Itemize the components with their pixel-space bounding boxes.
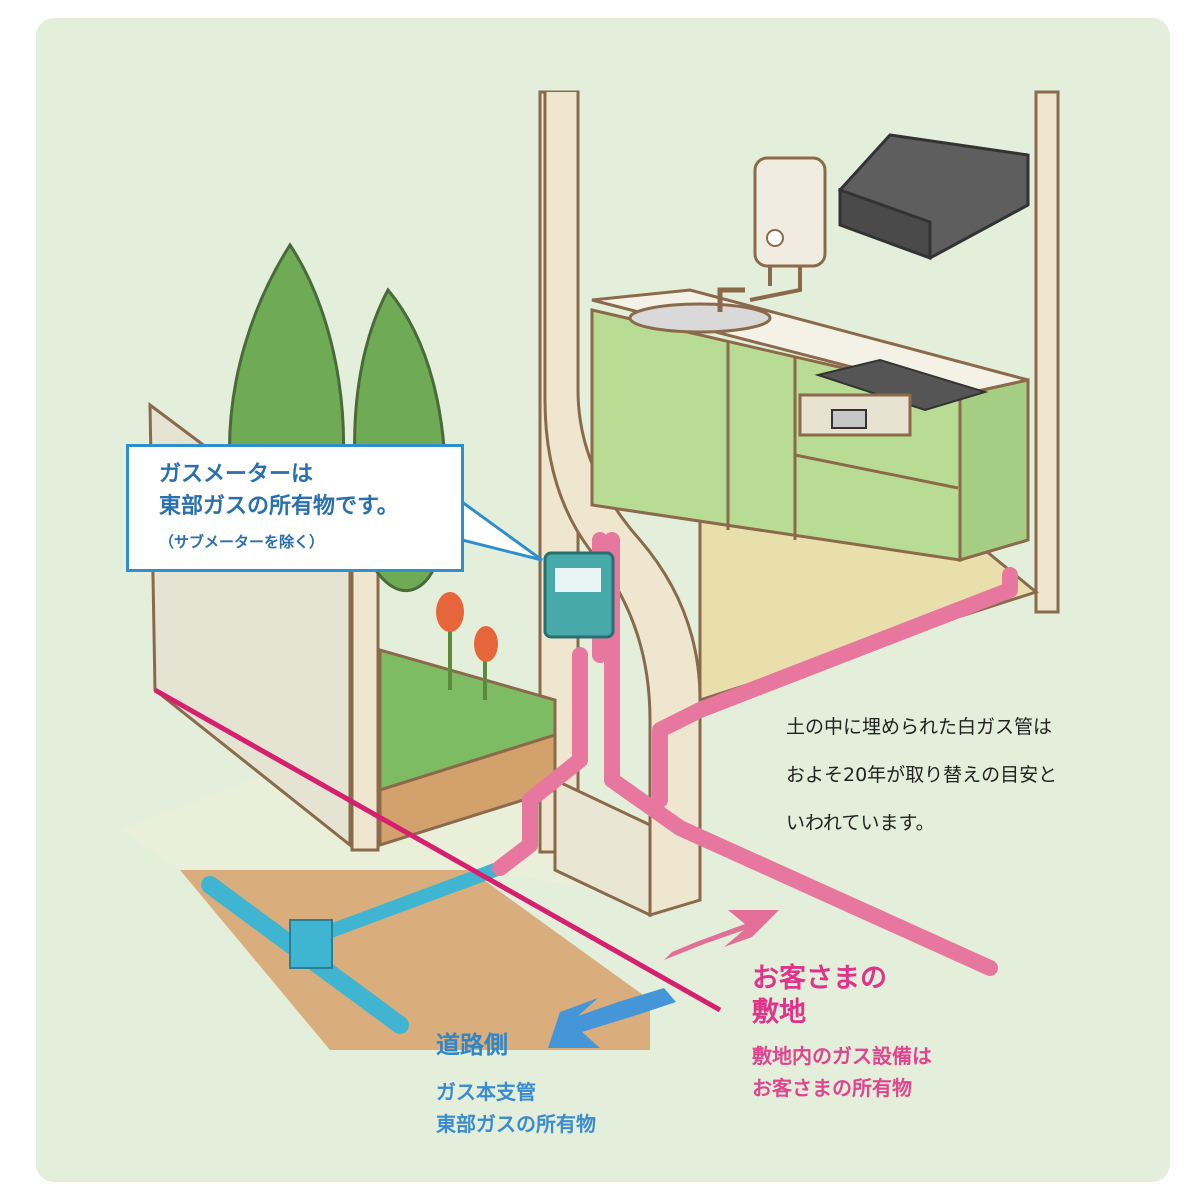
- soil-area: [180, 870, 650, 1050]
- customer-side-line2: お客さまの所有物: [752, 1076, 912, 1100]
- counter-side: [958, 378, 1030, 563]
- customer-side-line1: 敷地内のガス設備は: [752, 1044, 932, 1068]
- faucet: [717, 287, 745, 312]
- gas-meter-callout: ガスメーターは 東部ガスの所有物です。 （サブメーターを除く）: [126, 444, 464, 572]
- building-wall-right: [1034, 90, 1060, 614]
- range-hood-icon: [837, 133, 1030, 261]
- info-text-line3: いわれています。: [786, 812, 935, 834]
- callout-note: （サブメーターを除く）: [159, 533, 325, 551]
- gas-stove-icon: [798, 358, 989, 437]
- road-gas-main-pipe: [201, 861, 503, 1034]
- customer-side-title-line1: お客さまの: [752, 963, 887, 994]
- info-text-line2: およそ20年が取り替えの目安と: [786, 764, 1058, 786]
- road-side-arrow: [548, 988, 676, 1048]
- water-heater-icon: [749, 156, 827, 302]
- road-side-line2: 東部ガスの所有物: [436, 1112, 596, 1136]
- sink: [628, 302, 772, 334]
- meter-base: [553, 777, 652, 918]
- property-boundary-line: [153, 687, 722, 1013]
- customer-side-arrow: [664, 910, 779, 960]
- info-text-line1: 土の中に埋められた白ガス管は: [786, 716, 1053, 738]
- callout-tail: [460, 499, 543, 562]
- callout-line2: 東部ガスの所有物です。: [159, 494, 399, 519]
- tulip-icon: [436, 592, 498, 700]
- gas-meter-icon: [543, 551, 615, 639]
- customer-side-title-line2: 敷地: [752, 997, 806, 1028]
- road-side-line1: ガス本支管: [436, 1080, 536, 1104]
- road-side-title: 道路側: [436, 1031, 508, 1059]
- callout-line1: ガスメーターは: [159, 462, 314, 487]
